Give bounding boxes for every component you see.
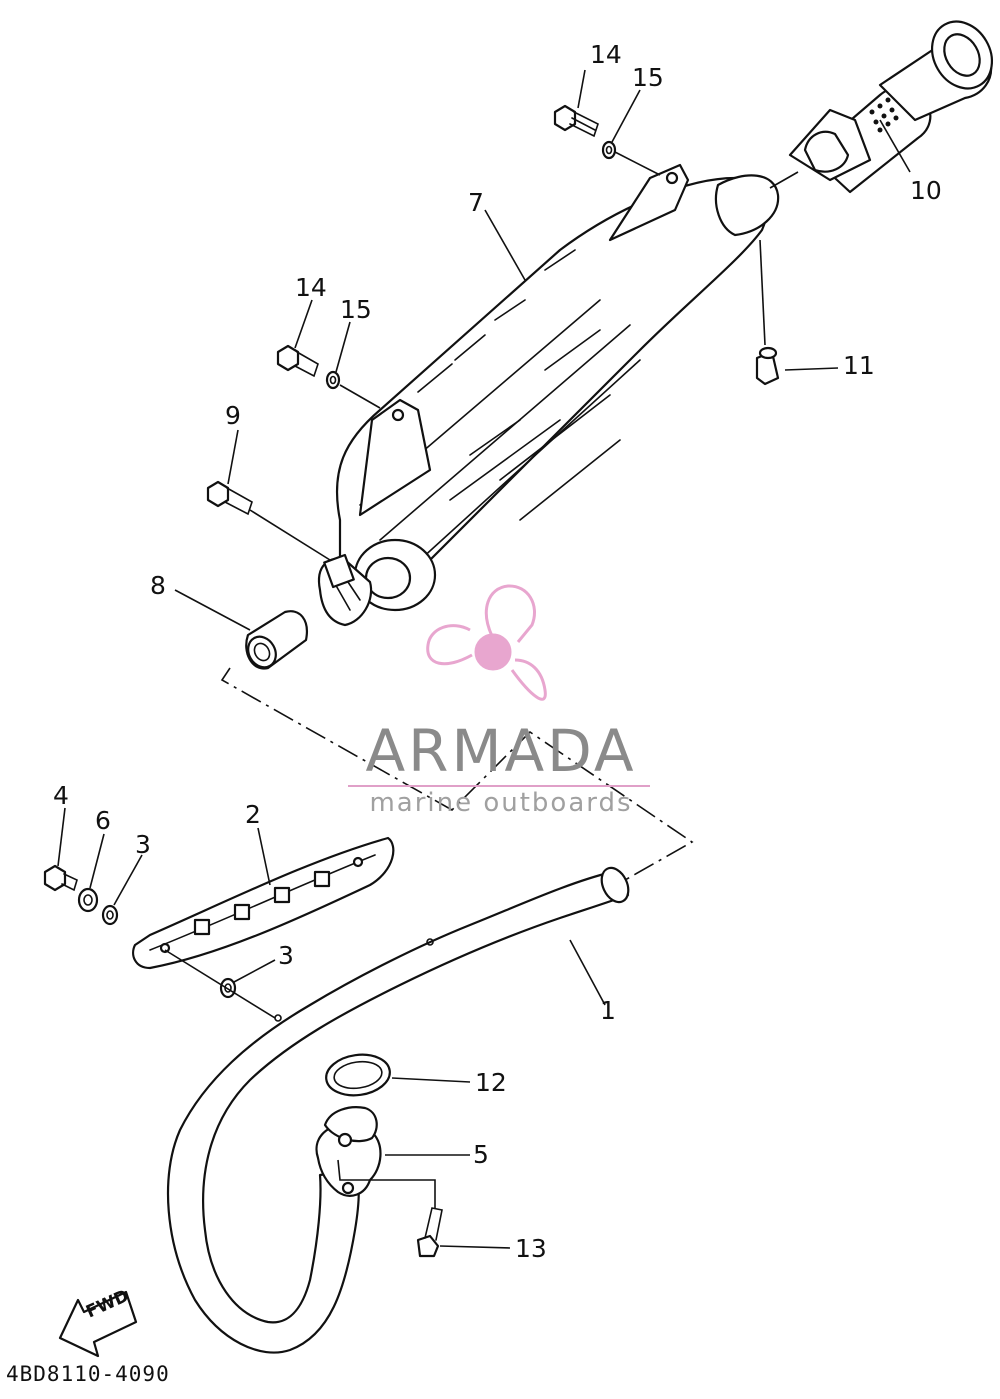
propeller-blade-left — [426, 624, 473, 666]
bolt-part-11 — [755, 346, 780, 386]
bolt-part-14-upper — [553, 104, 599, 138]
bolt-part-14-lower — [276, 344, 319, 378]
propeller-blade-top — [484, 584, 536, 643]
watermark-divider — [348, 785, 650, 787]
callout-1: 1 — [600, 996, 616, 1025]
callout-10: 10 — [910, 176, 942, 205]
flange-part-5 — [315, 1106, 382, 1197]
washer-part-15-lower — [325, 370, 341, 390]
callout-12: 12 — [475, 1068, 507, 1097]
washer-part-6 — [77, 887, 99, 913]
armada-propeller-logo — [426, 584, 547, 701]
drawing-code: 4BD8110-4090 — [6, 1362, 170, 1386]
muffler-part-7 — [317, 163, 780, 627]
callout-4: 4 — [53, 781, 69, 810]
washer-part-3-lower — [219, 977, 237, 999]
bolt-part-13 — [416, 1207, 443, 1258]
tail-pipe-part-10 — [788, 20, 994, 194]
callout-14-lower: 14 — [295, 273, 327, 302]
callout-5: 5 — [473, 1140, 489, 1169]
callout-8: 8 — [150, 571, 166, 600]
bolt-part-4 — [43, 864, 78, 892]
gasket-part-8 — [245, 610, 308, 670]
leader-lines — [57, 69, 911, 1249]
callout-13: 13 — [515, 1234, 547, 1263]
watermark-subtitle: marine outboards — [369, 788, 633, 818]
watermark-title: ARMADA — [365, 717, 637, 785]
callout-3-lower: 3 — [278, 941, 294, 970]
callout-15-upper: 15 — [632, 63, 664, 92]
bolt-part-9 — [206, 480, 253, 516]
callout-14-upper: 14 — [590, 40, 622, 69]
callout-3-upper: 3 — [135, 830, 151, 859]
callout-11: 11 — [843, 351, 875, 380]
propeller-blade-right — [510, 658, 547, 701]
washer-part-3-upper — [101, 904, 119, 926]
fwd-arrow — [58, 1290, 138, 1358]
washer-part-15-upper — [601, 140, 617, 160]
callout-7: 7 — [468, 188, 484, 217]
callout-15-lower: 15 — [340, 295, 372, 324]
callout-2: 2 — [245, 800, 261, 829]
callout-6: 6 — [95, 806, 111, 835]
protector-part-2 — [132, 836, 395, 970]
propeller-hub — [474, 633, 512, 671]
gasket-part-12 — [325, 1053, 391, 1097]
callout-9: 9 — [225, 401, 241, 430]
